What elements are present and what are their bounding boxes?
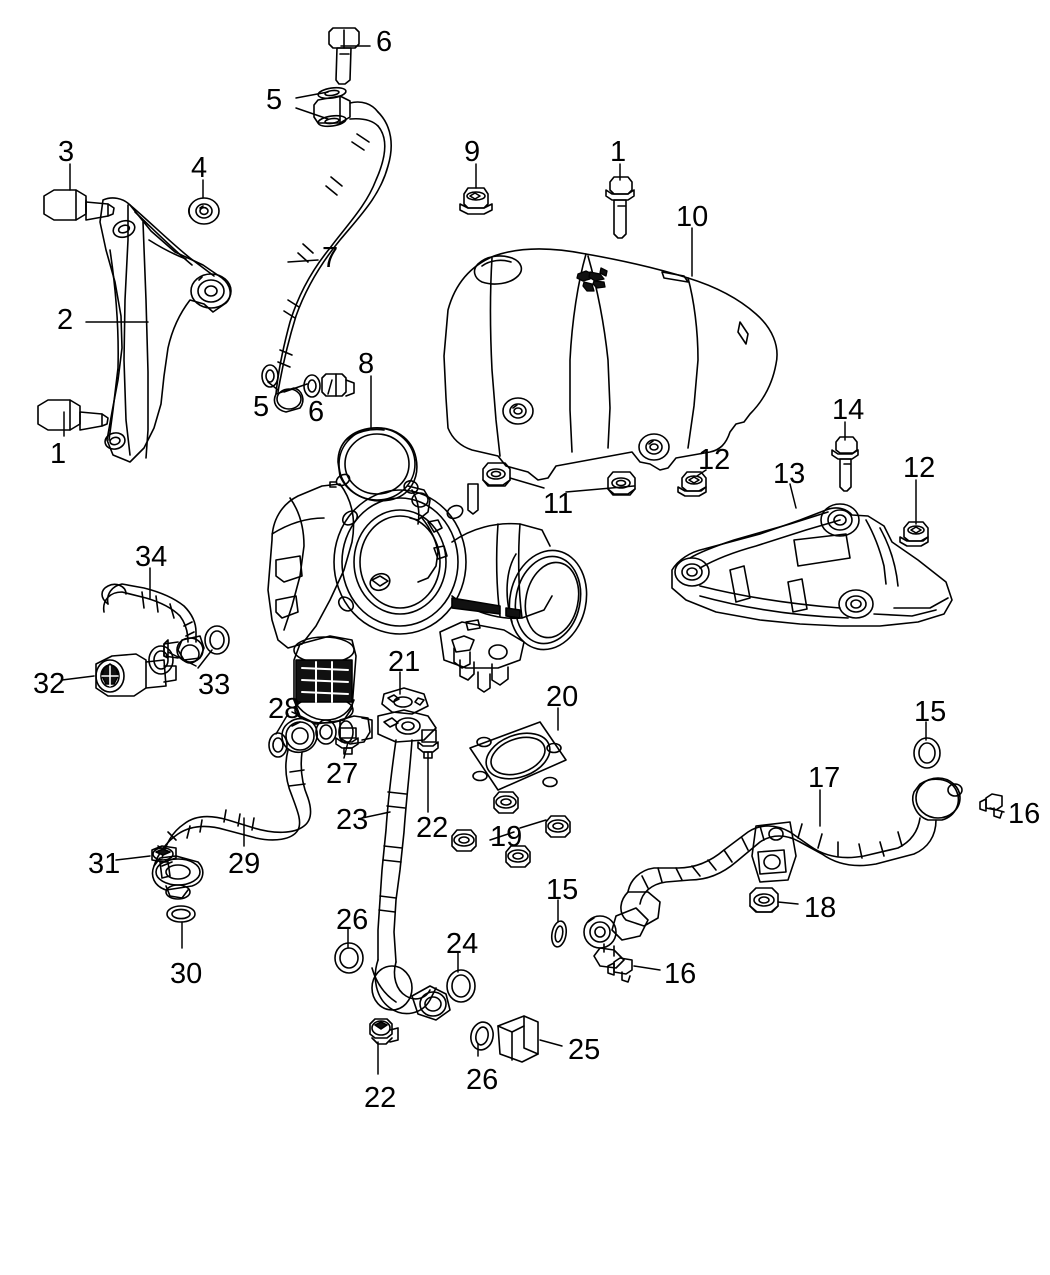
part-25-hex-plug [497,1015,539,1063]
callout-9: 9 [464,136,481,168]
part-24-o-ring [446,969,476,1003]
part-14-bolt [831,436,859,492]
part-30-o-ring [166,905,196,923]
callout-30: 30 [170,958,203,990]
callout-1-lower-left: 1 [50,438,67,470]
callout-10: 10 [676,201,709,233]
callout-17: 17 [808,762,841,794]
part-12-flange-nut-right [899,521,929,547]
callout-15-right: 15 [914,696,947,728]
part-4-spacer [188,197,220,225]
part-13-lower-bracket [671,503,953,627]
callout-16-right: 16 [1008,798,1041,830]
part-6-banjo-bolt-lower [321,373,355,397]
callout-6-lower: 6 [308,396,325,428]
callout-21: 21 [388,646,421,678]
callout-11: 11 [543,488,574,520]
callout-23: 23 [336,804,369,836]
callout-22-upper: 22 [416,812,449,844]
callout-6-top: 6 [376,26,393,58]
callout-4: 4 [191,152,208,184]
callout-28: 28 [268,693,301,725]
callout-12-left: 12 [698,444,731,476]
part-22-bolt-bottom [369,1018,399,1045]
part-18-flange-nut [749,887,779,913]
callout-26-right: 26 [466,1064,499,1096]
part-34-vacuum-hose [101,583,205,664]
callout-33: 33 [198,669,231,701]
part-21-oil-drain-gasket [381,687,429,715]
part-6-banjo-bolt-top [328,27,360,85]
part-15-o-ring-center [550,920,568,948]
part-16-bolt-center [607,957,633,983]
callout-32: 32 [33,668,66,700]
callout-13: 13 [773,458,806,490]
callout-26-left: 26 [336,904,369,936]
callout-29: 29 [228,848,261,880]
callout-25: 25 [568,1034,601,1066]
part-17-coolant-return-hose [583,777,963,969]
callout-24: 24 [446,928,479,960]
part-1-bolt-top [605,176,635,239]
callout-31: 31 [88,848,121,880]
callout-22-bottom: 22 [364,1082,397,1114]
part-12-flange-nut-left [677,471,707,497]
part-16-bolt-right [979,793,1003,819]
part-33-o-rings [148,625,230,675]
callout-20: 20 [546,681,579,713]
callout-3: 3 [58,136,75,168]
part-26-o-ring-left [334,942,364,974]
part-1-bolt-lower-left [37,399,109,431]
part-5-seal-ring-lower [261,364,321,398]
callout-14: 14 [832,394,865,426]
part-15-o-ring-right [913,737,941,769]
callout-12-right: 12 [903,452,936,484]
part-23-oil-drain-tube [371,709,451,1021]
part-2-support-bracket [99,197,232,463]
part-22-bolt-right [417,729,439,759]
part-28-seal-washer [268,719,337,758]
callout-19: 19 [490,821,523,853]
callout-34: 34 [135,541,168,573]
callout-5-lower: 5 [253,391,270,423]
callout-15-center: 15 [546,874,579,906]
part-20-flange-gasket [469,721,567,791]
callout-8: 8 [358,348,375,380]
callout-27: 27 [326,758,359,790]
callout-18: 18 [804,892,837,924]
part-7-oil-feed-tube [273,95,392,413]
callout-1-top: 1 [610,136,627,168]
part-26-o-ring-right [470,1021,494,1051]
callout-5-top: 5 [266,84,283,116]
part-3-bolt [43,189,115,221]
part-19-grommets [451,791,571,868]
callout-2: 2 [57,304,74,336]
part-9-flange-nut [459,187,493,215]
part-8-turbocharger [267,427,588,725]
part-32-quick-connect [95,653,177,697]
callout-7: 7 [322,242,339,274]
callout-16-center: 16 [664,958,697,990]
part-31-bleed-fitting [151,845,177,879]
